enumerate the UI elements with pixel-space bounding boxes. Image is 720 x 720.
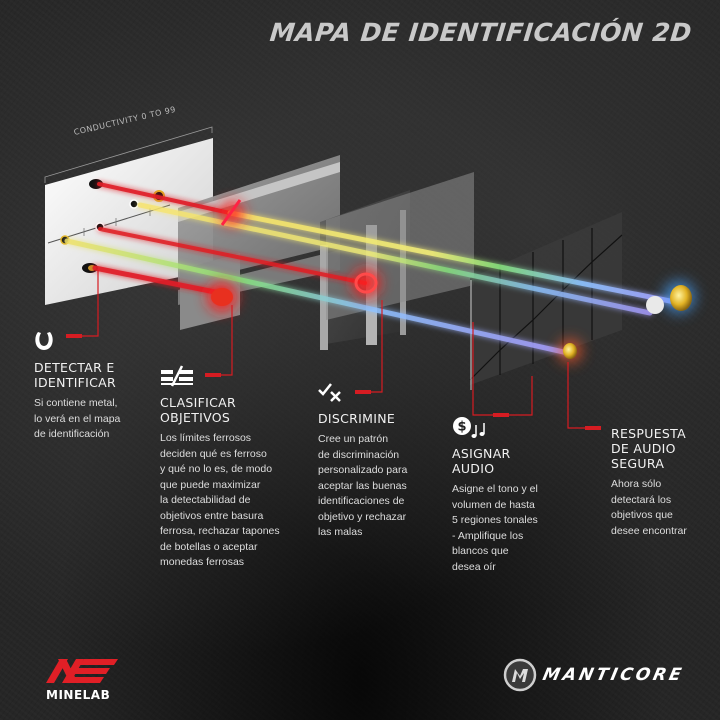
section-heading: RESPUESTA DE AUDIO SEGURA bbox=[611, 426, 686, 471]
section-assign-audio: $ ASIGNAR AUDIO Asigne el tono y el volu… bbox=[452, 414, 577, 575]
section-detect-identify: DETECTAR E IDENTIFICAR Si contiene metal… bbox=[34, 328, 144, 443]
section-description: Si contiene metal, lo verá en el mapa de… bbox=[34, 397, 121, 440]
section-safe-audio-response: RESPUESTA DE AUDIO SEGURA Ahora sólo det… bbox=[611, 420, 720, 539]
section-heading: DISCRIMINE bbox=[318, 411, 396, 426]
svg-text:$: $ bbox=[457, 420, 466, 435]
check-cross-icon bbox=[318, 379, 448, 405]
manticore-emblem-icon bbox=[503, 658, 537, 692]
ferrous-classify-icon bbox=[160, 363, 310, 389]
minelab-wordmark: MINELAB bbox=[46, 688, 111, 702]
section-description: Ahora sólo detectará los objetivos que d… bbox=[611, 478, 687, 537]
section-heading: CLASIFICAR OBJETIVOS bbox=[160, 395, 236, 425]
section-classify-targets: CLASIFICAR OBJETIVOS Los límites ferroso… bbox=[160, 363, 310, 571]
minelab-logo: MINELAB bbox=[44, 655, 124, 702]
horseshoe-icon bbox=[34, 328, 144, 354]
manticore-wordmark: MANTICORE bbox=[540, 665, 686, 685]
section-description: Cree un patrón de discriminación persona… bbox=[318, 433, 408, 538]
manticore-logo: MANTICORE bbox=[503, 658, 686, 692]
section-heading: DETECTAR E IDENTIFICAR bbox=[34, 360, 117, 390]
section-heading: ASIGNAR AUDIO bbox=[452, 446, 511, 476]
section-description: Los límites ferrosos deciden qué es ferr… bbox=[160, 432, 280, 568]
section-discriminate: DISCRIMINE Cree un patrón de discriminac… bbox=[318, 379, 448, 541]
dollar-music-icon: $ bbox=[452, 414, 577, 440]
section-description: Asigne el tono y el volumen de hasta 5 r… bbox=[452, 483, 538, 573]
minelab-m-icon bbox=[46, 659, 118, 683]
